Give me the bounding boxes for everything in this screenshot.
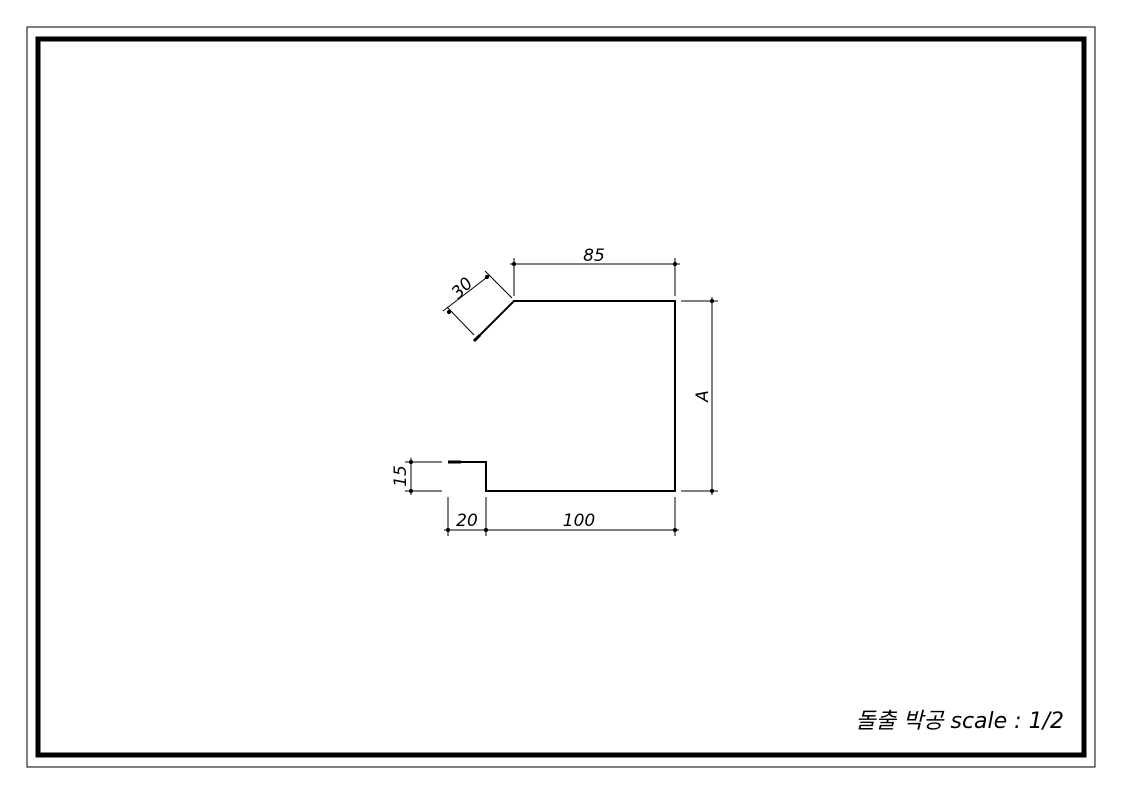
dimension-height-label: A: [693, 390, 713, 403]
dimension-chamfer-label: 30: [448, 274, 477, 303]
dimension-bottom: [444, 497, 679, 536]
dimension-lip-height: [405, 458, 442, 495]
dimension-top-width-label: 85: [583, 246, 605, 266]
dimension-bottom-width-label: 100: [563, 511, 595, 531]
inner-frame: [35, 36, 1087, 758]
profile-hem-top: [472, 333, 482, 343]
dimension-chamfer: [442, 270, 513, 336]
dimension-height: [681, 297, 718, 495]
outer-frame: [26, 26, 1096, 768]
drawing-title: 돌출 박공 scale : 1/2: [856, 709, 1064, 734]
dimension-lip-height-label: 15: [391, 465, 411, 487]
profile-outline: [448, 300, 676, 492]
dimension-lip-width-label: 20: [456, 511, 478, 531]
dimension-top-width: [510, 258, 680, 296]
